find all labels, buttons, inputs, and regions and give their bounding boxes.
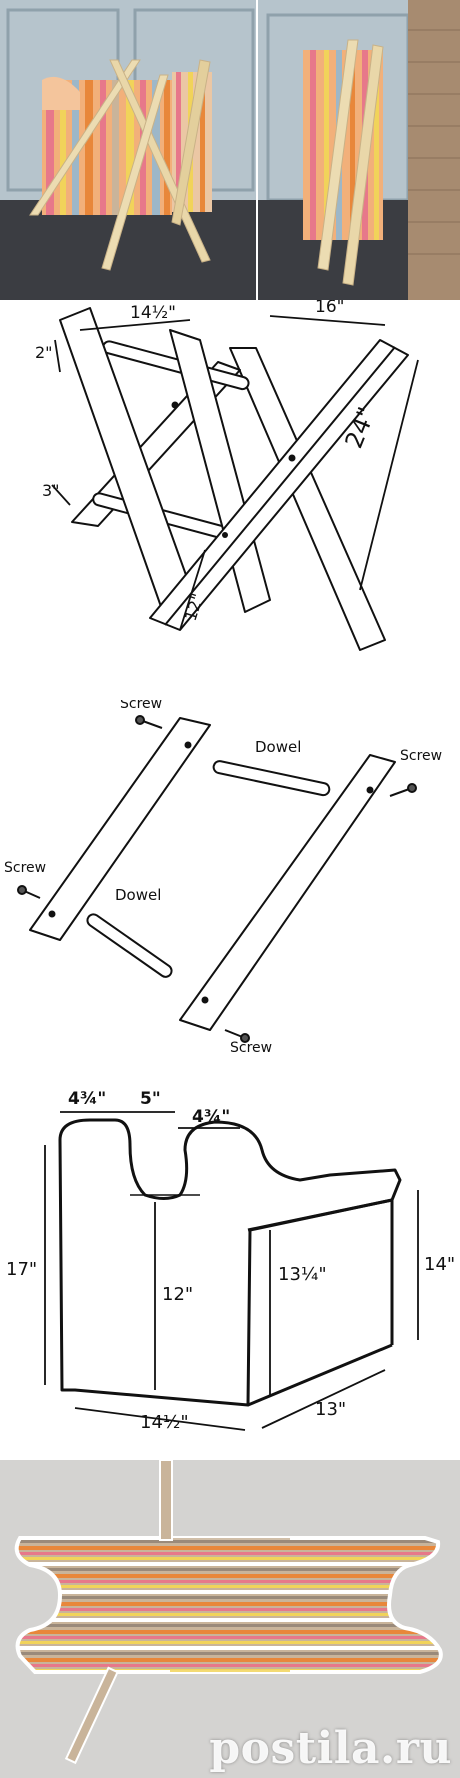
label-height-back: 14" — [424, 1254, 455, 1275]
dowel-top — [212, 760, 331, 797]
label-height-side: 13¼" — [278, 1264, 327, 1285]
label-handle-right: 4¾" — [192, 1107, 230, 1127]
leg-left — [29, 717, 211, 941]
photo-hamper-open — [0, 0, 256, 300]
label-screw-right: Screw — [400, 748, 442, 764]
label-screw-left: Screw — [4, 860, 46, 876]
label-height-inner: 12" — [162, 1284, 193, 1305]
label-top-width: 14½" — [130, 303, 176, 323]
label-top-depth: 16" — [315, 300, 344, 317]
fabric-pattern-diagram: 4¾" 5" 4¾" 17" 12" 13¼" 14" 14½" 13" — [0, 1090, 460, 1460]
leg-right — [179, 754, 396, 1031]
dowel-bottom — [86, 913, 173, 978]
back-leg-right — [229, 347, 386, 651]
fabric-cutout-photo: postila.ru — [0, 1460, 460, 1778]
watermark: postila.ru — [209, 1723, 452, 1774]
label-screw-bottom: Screw — [230, 1040, 272, 1056]
hamper-frame — [29, 59, 211, 271]
label-dowel-bottom: Dowel — [115, 886, 161, 904]
label-dowel-top: Dowel — [255, 738, 301, 756]
label-depth: 13" — [315, 1399, 346, 1420]
label-screw-top: Screw — [120, 700, 162, 712]
label-thickness: 2" — [35, 343, 53, 362]
label-height-total: 17" — [6, 1259, 37, 1280]
frame-diagram: 14½" 16" 2" 3" 24" 12" — [0, 300, 460, 700]
top-photos — [0, 0, 460, 300]
label-leg-width: 3" — [42, 481, 60, 500]
parts-diagram: Screw Screw Screw Screw Dowel Dowel — [0, 700, 460, 1090]
pattern-outline — [58, 1118, 402, 1407]
photo-hamper-folded — [258, 0, 460, 300]
screws — [17, 715, 417, 1043]
label-width-front: 14½" — [140, 1412, 189, 1433]
label-handle-left: 4¾" — [68, 1090, 106, 1109]
label-gap: 5" — [140, 1090, 161, 1109]
